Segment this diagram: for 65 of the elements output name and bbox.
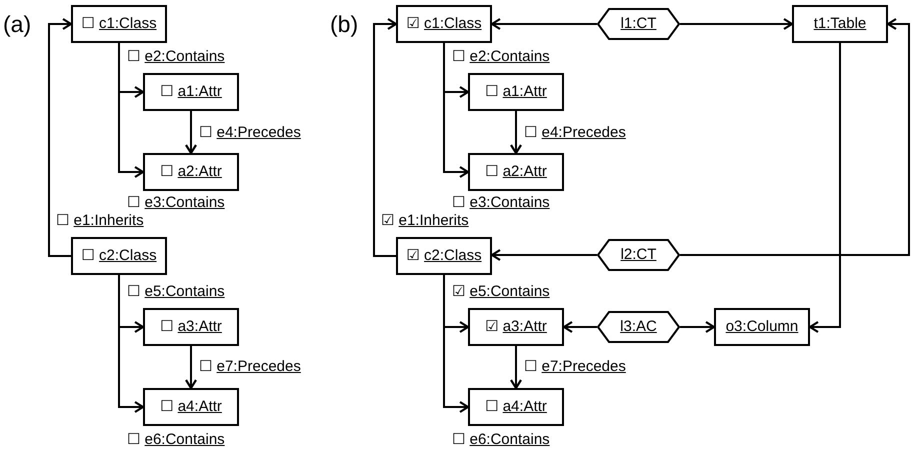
object-label: ☐ a4:Attr xyxy=(160,398,222,416)
edge-label: ☐ e2:Contains xyxy=(452,48,550,66)
object-label: ☐ c2:Class xyxy=(81,247,157,265)
arrow xyxy=(680,18,794,30)
edge-label: ☐ e7:Precedes xyxy=(199,358,301,376)
arrow xyxy=(118,275,144,414)
arrow xyxy=(443,275,470,414)
arrow xyxy=(373,18,398,257)
hexagon-node xyxy=(597,8,680,40)
object-label: ☐ a1:Attr xyxy=(485,83,547,101)
arrow xyxy=(680,18,910,256)
object-label: l2:CT xyxy=(620,246,656,264)
object-box xyxy=(143,388,239,426)
object-box xyxy=(143,308,239,346)
object-label: o3:Column xyxy=(726,318,798,336)
object-label: ☐ a2:Attr xyxy=(485,163,547,181)
arrow xyxy=(562,320,597,334)
arrow xyxy=(510,346,522,390)
object-label: ☐ a2:Attr xyxy=(160,163,222,181)
edge-label: ☐ e6:Contains xyxy=(127,431,225,449)
edge-label: ☐ e3:Contains xyxy=(127,194,225,212)
edge-label: ☐ e6:Contains xyxy=(452,431,550,449)
arrow xyxy=(184,346,198,390)
arrow xyxy=(808,43,841,334)
arrow xyxy=(490,248,597,262)
object-box xyxy=(714,308,810,346)
object-label: ☑ c1:Class xyxy=(406,15,482,33)
object-box xyxy=(468,308,564,346)
object-box xyxy=(396,237,492,275)
object-box xyxy=(71,5,167,43)
hexagon-node xyxy=(597,311,680,343)
arrow xyxy=(490,18,597,30)
edge-label: ☑ e5:Contains xyxy=(452,283,550,301)
arrow xyxy=(48,18,72,257)
arrow xyxy=(510,111,522,154)
panel-label: (a) xyxy=(3,11,32,37)
object-box xyxy=(468,153,564,191)
edge-label: ☐ e1:Inherits xyxy=(56,212,144,230)
object-label: t1:Table xyxy=(814,15,866,33)
object-box xyxy=(468,73,564,111)
object-box xyxy=(396,5,492,43)
object-box xyxy=(71,237,167,275)
object-box xyxy=(468,388,564,426)
edge-label: ☐ e4:Precedes xyxy=(199,124,301,142)
arrow xyxy=(184,111,198,154)
hexagon-node xyxy=(597,239,680,271)
edge-label: ☑ e1:Inherits xyxy=(381,212,469,230)
arrow xyxy=(680,320,716,334)
object-label: ☑ c2:Class xyxy=(406,247,482,265)
object-box xyxy=(792,5,888,43)
object-label: ☑ a3:Attr xyxy=(485,318,547,336)
object-label: ☐ a3:Attr xyxy=(160,318,222,336)
object-box xyxy=(143,73,239,111)
edge-label: ☐ e3:Contains xyxy=(452,194,550,212)
edge-label: ☐ e2:Contains xyxy=(127,48,225,66)
object-label: l1:CT xyxy=(620,15,656,33)
object-label: ☐ c1:Class xyxy=(81,15,157,33)
object-box xyxy=(143,153,239,191)
panel-label: (b) xyxy=(330,11,358,37)
edge-label: ☐ e7:Precedes xyxy=(524,358,626,376)
object-label: ☐ a1:Attr xyxy=(160,83,222,101)
object-label: ☐ a4:Attr xyxy=(485,398,547,416)
object-label: l3:AC xyxy=(620,318,657,336)
edge-label: ☐ e4:Precedes xyxy=(524,124,626,142)
edge-label: ☐ e5:Contains xyxy=(127,283,225,301)
